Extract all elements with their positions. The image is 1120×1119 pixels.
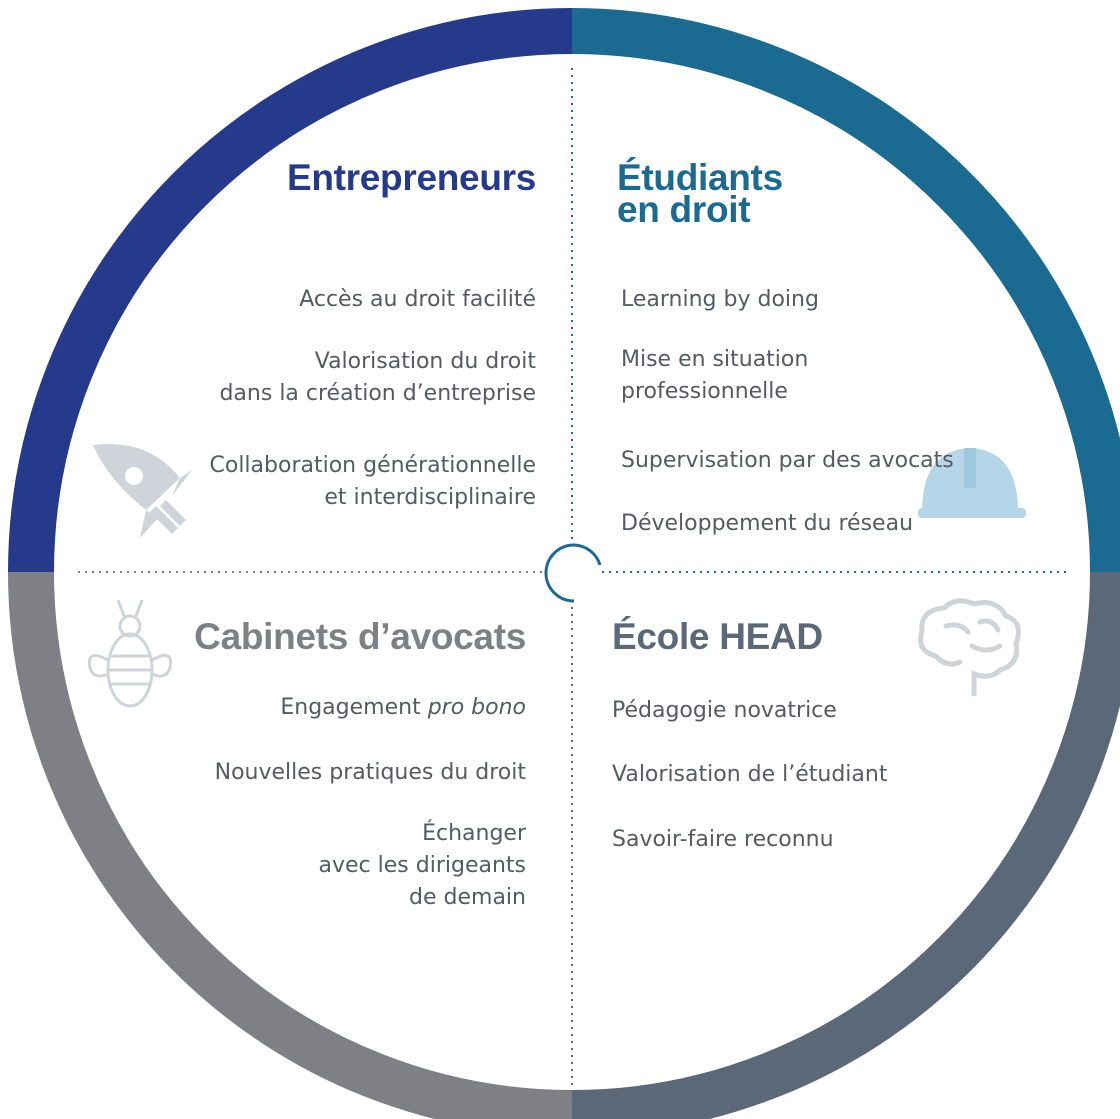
arc-etudiants (571, 8, 1120, 573)
item-etudiants-2: Mise en situation professionnelle (621, 347, 809, 404)
item-cabinets-1: Engagement pro bono (280, 692, 526, 724)
bee-icon (87, 599, 173, 708)
item-etudiants-3: Supervisation par des avocats (621, 448, 954, 473)
item-cabinets-1-italic: pro bono (427, 695, 526, 720)
center-circle-left (544, 543, 575, 603)
arc-ecole (571, 571, 1120, 1119)
rocket-icon (93, 443, 192, 538)
item-etudiants-1: Learning by doing (621, 287, 819, 312)
item-entrepreneurs-3: Collaboration générationnelle et interdi… (209, 453, 537, 510)
item-entrepreneurs-2: Valorisation du droit dans la création d… (219, 349, 536, 406)
item-ecole-2: Valorisation de l’étudiant (612, 762, 888, 787)
title-etudiants: Étudiants en droit (617, 157, 783, 230)
title-entrepreneurs: Entrepreneurs (286, 157, 536, 198)
arc-entrepreneurs (8, 8, 573, 573)
hard-hat-icon (918, 448, 1026, 518)
center-circle-right (573, 543, 602, 566)
item-ecole-1: Pédagogie novatrice (612, 698, 837, 723)
item-etudiants-4: Développement du réseau (621, 511, 914, 536)
item-cabinets-2: Nouvelles pratiques du droit (214, 760, 526, 785)
title-ecole: École HEAD (612, 616, 823, 657)
arc-cabinets (8, 571, 573, 1119)
item-cabinets-3: Échanger avec les dirigeants de demain (318, 821, 526, 910)
item-ecole-3: Savoir-faire reconnu (612, 827, 834, 852)
item-entrepreneurs-1: Accès au droit facilité (299, 287, 536, 312)
title-cabinets: Cabinets d’avocats (194, 616, 526, 657)
item-cabinets-1-text: Engagement (280, 695, 428, 720)
brain-icon (918, 598, 1021, 697)
